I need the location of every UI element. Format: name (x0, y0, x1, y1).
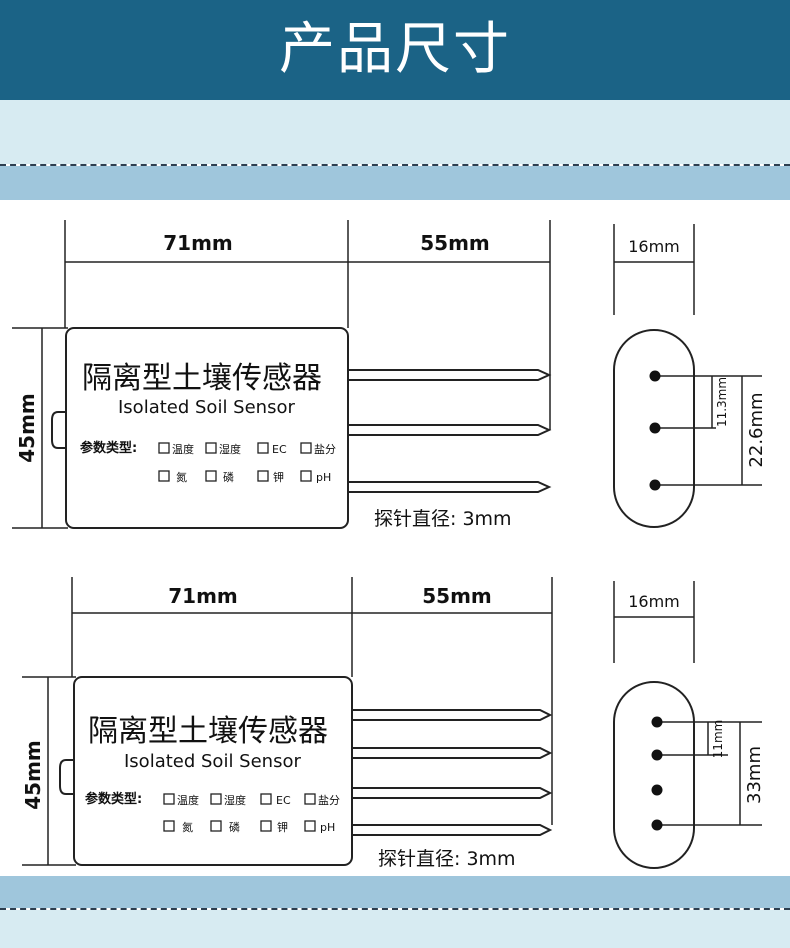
pin-span-label: 22.6mm (746, 392, 767, 467)
sensor-title-en: Isolated Soil Sensor (124, 751, 301, 772)
bottom-dashed-divider (0, 908, 790, 910)
param-nitrogen: 氮 (176, 470, 187, 484)
param-salinity: 盐分 (318, 794, 340, 807)
param-ec: EC (276, 794, 291, 807)
param-salinity: 盐分 (314, 443, 336, 456)
probe-length-label: 55mm (422, 584, 492, 608)
sensor-diagram-4-probe: 71mm 55mm 45mm 16mm 11mm 33mm 隔离型土壤传感器 I… (21, 577, 765, 870)
sensor-title-en: Isolated Soil Sensor (118, 397, 295, 418)
probe-diameter-note: 探针直径: 3mm (378, 848, 516, 870)
param-ph: pH (320, 821, 335, 834)
pin-pitch-label: 11.3mm (715, 377, 729, 427)
param-type-label: 参数类型: (80, 440, 137, 456)
param-phosphorus: 磷 (229, 821, 240, 834)
top-mid-band (0, 166, 790, 200)
sensor-title-cn: 隔离型土壤传感器 (82, 361, 322, 396)
param-potassium: 钾 (273, 470, 284, 484)
body-width-label: 71mm (168, 584, 238, 608)
page-title: 产品尺寸 (279, 17, 511, 82)
bottom-band (0, 910, 790, 948)
param-ec: EC (272, 443, 287, 456)
param-temperature: 温度 (177, 793, 199, 807)
side-width-label: 16mm (628, 592, 680, 611)
header-bar: 产品尺寸 (0, 0, 790, 100)
bottom-mid-band (0, 876, 790, 908)
top-dashed-divider (0, 164, 790, 166)
param-humidity: 湿度 (219, 442, 241, 456)
side-width-label: 16mm (628, 237, 680, 256)
param-type-label: 参数类型: (85, 791, 142, 807)
height-label: 45mm (15, 393, 39, 463)
probe-length-label: 55mm (420, 231, 490, 255)
height-label: 45mm (21, 740, 45, 810)
param-nitrogen: 氮 (182, 820, 193, 834)
probe-diameter-note: 探针直径: 3mm (374, 508, 512, 530)
param-ph: pH (316, 471, 331, 484)
pin-span-label: 33mm (744, 746, 765, 804)
top-band (0, 100, 790, 164)
param-phosphorus: 磷 (223, 471, 234, 484)
body-width-label: 71mm (163, 231, 233, 255)
sensor-title-cn: 隔离型土壤传感器 (88, 714, 328, 749)
param-humidity: 湿度 (224, 793, 246, 807)
param-potassium: 钾 (277, 820, 288, 834)
pin-pitch-label: 11mm (711, 720, 725, 759)
param-temperature: 温度 (172, 442, 194, 456)
sensor-diagram-3-probe: 71mm 55mm 45mm 16mm 11.3mm 22.6mm 隔离型土壤传… (12, 220, 767, 530)
